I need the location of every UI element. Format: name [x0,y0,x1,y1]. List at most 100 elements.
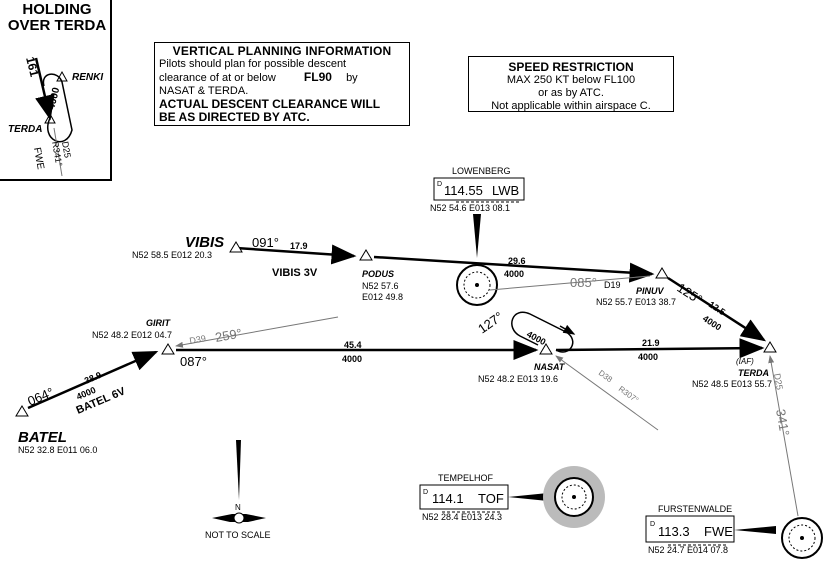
terda-iaf: (IAF) [736,357,754,366]
north-arrow: N NOT TO SCALE [205,440,271,540]
holding-pattern: 161 4000 RENKI TERDA D25 R341° FWE [8,55,103,177]
holding-title-line2: OVER TERDA [7,17,107,34]
lwb-frequency: 114.55 [444,183,483,198]
podus-pinuv-distance: 29.6 [508,256,526,266]
vertical-planning-line2c: by [346,72,358,84]
fixes [15,241,777,417]
tof-navaid: TEMPELHOF D 114.1 TOF N52 28.4 E013 24.3 [419,466,605,528]
vertical-planning-line2: clearance of at or below FL90 by [159,71,405,85]
north-arrow-emblem [233,512,245,524]
batel-course: 064° [25,384,56,408]
holding-title: HOLDING OVER TERDA [4,2,110,34]
route-podus-pinuv [373,255,655,283]
speed-restriction-line2: or as by ATC. [538,87,604,99]
radial-terda [768,355,799,517]
vertical-planning-level: FL90 [303,70,332,84]
podus-pinuv-altitude: 4000 [504,269,524,279]
north-label: N [235,503,241,512]
routes [27,244,799,517]
speed-restriction-line3: Not applicable within airspace C. [491,100,651,112]
pinuv-dme: D19 [604,280,621,290]
lwb-center [475,283,479,287]
scale-note: NOT TO SCALE [205,530,271,540]
terda-triangle-inset [44,112,56,124]
lwb-coords: N52 54.6 E013 08.1 [430,203,510,213]
batel-name: BATEL [18,429,67,446]
nasat-radial-dme: D38 [597,368,615,384]
tof-frequency: 114.1 [432,491,464,506]
radial-girit [175,316,339,348]
nasat-terda-altitude: 4000 [638,352,658,362]
tof-frequency-box [419,484,509,510]
girit-nasat-distance: 45.4 [344,340,362,350]
fwe-frequency: 113.3 [658,524,690,539]
fwe-coords: N52 24.7 E014 07.8 [648,545,728,555]
girit-radial-dme: D39 [189,333,207,346]
vertical-planning-line1: Pilots should plan for possible descent [159,58,347,70]
pinuv-coords: N52 55.7 E013 38.7 [596,297,676,307]
lwb-pointer [473,214,481,258]
speed-restriction-title: SPEED RESTRICTION [508,60,634,74]
fwe-center [800,536,804,540]
holding-radial-d: D25 [60,141,73,159]
terda-name: TERDA [738,368,769,378]
nasat-holding-pattern [511,311,574,353]
terda-triangle [763,341,777,353]
holding-racetrack [42,73,73,143]
pinuv-triangle [655,267,669,279]
batel-triangle [15,405,29,417]
fwe-frequency-box [645,515,735,543]
tof-name: TEMPELHOF [438,473,494,483]
terda-radial-course: 341° [773,408,792,437]
vertical-planning-line3: NASAT & TERDA. [159,85,249,97]
tof-coords: N52 28.4 E013 24.3 [422,512,502,522]
podus-coords1: N52 57.6 [362,281,399,291]
speed-restriction-box: SPEED RESTRICTION MAX 250 KT below FL100… [468,56,674,112]
lwb-frequency-box [433,177,525,201]
nasat-triangle [539,343,553,355]
nasat-holding-arrow [559,324,576,335]
vertical-planning-title: VERTICAL PLANNING INFORMATION [172,44,392,58]
vibis-coords: N52 58.5 E012 20.3 [132,250,212,260]
tof-pointer [508,493,548,501]
fwe-name: FURSTENWALDE [658,504,732,514]
holding-course-label: 161 [23,55,42,78]
pinuv-name: PINUV [636,286,665,296]
route-vibis-podus [235,244,357,265]
holding-terda-label: TERDA [8,124,42,135]
vertical-planning-box: VERTICAL PLANNING INFORMATION Pilots sho… [154,42,410,126]
holding-altitude-label: 4000 [46,86,62,111]
route-nasat-terda [555,338,765,359]
fwe-ident: FWE [704,524,733,539]
holding-navaid-label: FWE [31,147,46,171]
holding-inbound-leg [34,57,55,121]
girit-coords: N52 48.2 E012 04.7 [92,330,172,340]
terda-radial-dme: D25 [772,373,785,391]
lwb-navaid: LOWENBERG D 114.55 LWB N52 54.6 E013 08.… [430,166,525,306]
vertical-planning-line2a: clearance of at or below [159,72,276,84]
girit-triangle [161,343,175,355]
vibis-triangle [229,241,243,253]
vibis-distance: 17.9 [290,241,308,251]
holding-inset: HOLDING OVER TERDA [0,0,112,181]
podus-coords2: E012 49.8 [362,292,403,302]
lwb-ident: LWB [492,183,519,198]
lwb-name: LOWENBERG [452,166,511,176]
batel-coords: N52 32.8 E011 06.0 [18,445,97,455]
route-pinuv-terda [667,276,767,342]
vibis-route-name: VIBIS 3V [272,267,318,279]
vertical-planning-line5: BE AS DIRECTED BY ATC. [159,110,310,124]
svg-text:D: D [650,521,655,528]
nasat-name: NASAT [534,362,566,372]
vibis-name: VIBIS [185,234,224,251]
podus-triangle [359,249,373,261]
radial-pinuv [489,275,651,291]
renki-triangle [56,70,68,82]
pinuv-radial-course: 085° [570,275,597,290]
svg-text:D: D [437,181,442,188]
batel-distance: 38.9 [83,370,103,386]
route-batel-girit [27,350,159,410]
pinuv-terda-altitude: 4000 [701,313,723,332]
fwe-navaid: FURSTENWALDE D 113.3 FWE N52 24.7 E014 0… [645,504,823,559]
